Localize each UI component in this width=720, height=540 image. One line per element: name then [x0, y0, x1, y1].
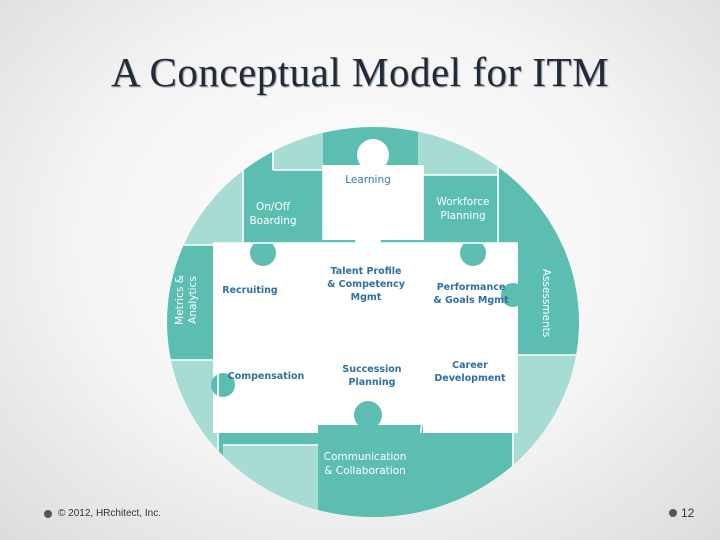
label-succession-2: Planning — [349, 377, 396, 388]
tab-cut-1 — [250, 240, 276, 266]
label-learning: Learning — [345, 174, 391, 186]
piece-learning-tab — [357, 139, 389, 171]
slide-title: A Conceptual Model for ITM — [0, 48, 720, 96]
piece-outer-right — [513, 355, 583, 475]
label-onoff-2: Boarding — [249, 215, 296, 227]
bullet-icon — [669, 509, 677, 517]
label-career-2: Development — [434, 373, 506, 384]
copyright-text: © 2012, HRchitect, Inc. — [58, 508, 161, 519]
label-metrics-1: Metrics & — [174, 275, 186, 325]
footer-copyright: © 2012, HRchitect, Inc. — [44, 508, 161, 519]
footer-page: 12 — [669, 506, 694, 520]
label-talent-1: Talent Profile — [331, 266, 402, 277]
piece-outer-bottom — [223, 445, 318, 520]
piece-outer-top-right — [418, 125, 498, 175]
puzzle-diagram: Learning Workforce Planning On/Off Board… — [163, 125, 583, 520]
label-career-1: Career — [452, 360, 488, 371]
label-assessments: Assessments — [540, 269, 552, 337]
label-performance-2: & Goals Mgmt — [433, 295, 509, 306]
piece-outer-bottom-left — [163, 360, 218, 520]
label-workforce-2: Planning — [440, 210, 485, 222]
label-succession-1: Succession — [342, 364, 401, 375]
tab-cut-2 — [460, 240, 486, 266]
page-number: 12 — [681, 506, 694, 520]
label-compensation: Compensation — [228, 371, 305, 382]
label-performance-1: Performance — [437, 282, 506, 293]
piece-outer-top — [273, 125, 323, 170]
label-recruiting: Recruiting — [222, 285, 277, 296]
label-onoff-1: On/Off — [256, 201, 291, 213]
bullet-icon — [44, 510, 52, 518]
label-talent-2: & Competency — [327, 279, 406, 290]
label-workforce-1: Workforce — [436, 196, 489, 208]
label-metrics-2: Analytics — [187, 276, 199, 324]
label-talent-3: Mgmt — [351, 292, 382, 303]
piece-outer-top-left — [163, 125, 243, 245]
piece-communication-tab — [354, 401, 382, 429]
label-communication-2: & Collaboration — [324, 465, 406, 477]
label-communication-1: Communication — [324, 451, 407, 463]
